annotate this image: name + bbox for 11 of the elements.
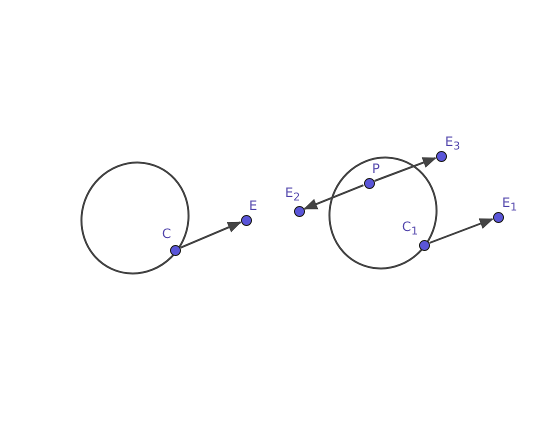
arrow — [180, 221, 242, 249]
point-label: E$_{2}$ — [285, 187, 300, 205]
point-label: E$_{3}$ — [445, 136, 460, 154]
arrow — [303, 184, 364, 210]
point-label: E — [249, 200, 258, 214]
point-label: C — [162, 228, 172, 242]
arrow — [374, 157, 437, 182]
point-label: E$_{1}$ — [502, 197, 518, 215]
point-label: C$_{1}$ — [402, 221, 418, 239]
point-label: P — [372, 163, 380, 177]
arrow — [429, 218, 494, 244]
